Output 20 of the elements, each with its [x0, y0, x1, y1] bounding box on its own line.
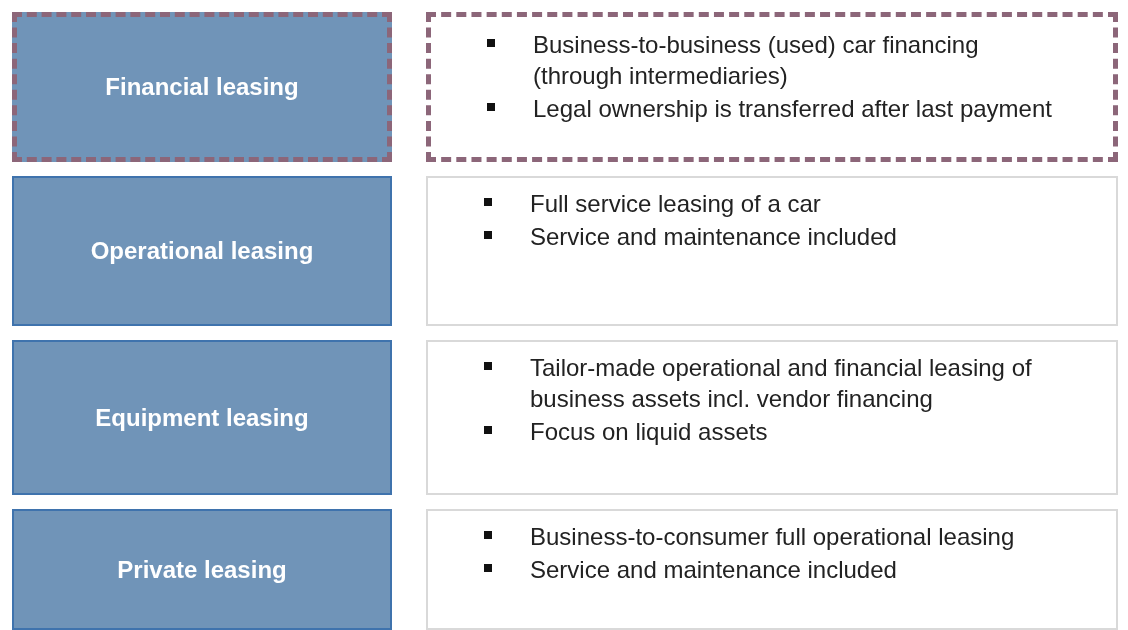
- bullet-text: Service and maintenance included: [530, 222, 897, 252]
- category-title: Private leasing: [117, 555, 287, 584]
- bullet-text: Focus on liquid assets: [530, 417, 768, 447]
- bullet-text: Tailor-made operational and financial leasing of business assets incl. vendor financing: [530, 353, 1033, 414]
- category-title: Operational leasing: [90, 237, 314, 265]
- bullet-text: Business-to-business (used) car financing (through intermediaries): [533, 30, 980, 91]
- bullet-text: Legal ownership is transferred after last payment: [533, 94, 1052, 124]
- description-box: [426, 176, 1118, 326]
- category-box: [12, 12, 392, 162]
- category-box: [12, 509, 392, 630]
- category-box: [12, 176, 392, 326]
- category-title: Financial leasing: [105, 73, 299, 101]
- description-box: [426, 12, 1118, 162]
- category-title: Equipment leasing: [95, 403, 309, 432]
- description-box: [426, 509, 1118, 630]
- bullet-text: Business-to-consumer full operational leasing: [530, 522, 1015, 552]
- category-box: [12, 340, 392, 495]
- description-box: [426, 340, 1118, 495]
- bullet-text: Full service leasing of a car: [530, 189, 821, 219]
- bullet-text: Service and maintenance included: [530, 555, 897, 585]
